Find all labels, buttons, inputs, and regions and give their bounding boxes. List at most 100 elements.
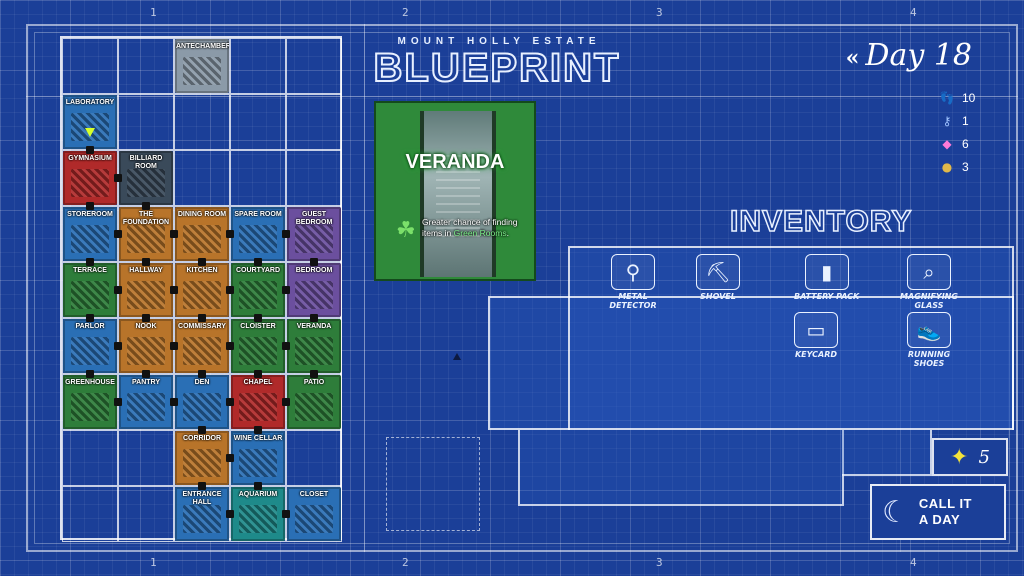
room-billiard-room[interactable]: BILLIARD ROOM — [119, 151, 173, 205]
room-card[interactable]: VERANDA ☘ Greater chance of finding item… — [374, 101, 536, 281]
coin-icon: ● — [941, 159, 953, 174]
map-cell[interactable] — [62, 38, 118, 94]
map-cell[interactable] — [286, 150, 342, 206]
room-floor — [71, 337, 109, 365]
room-label: COURTYARD — [235, 267, 281, 274]
moon-icon: ☾ — [882, 494, 909, 530]
item-keycard[interactable]: ▭ KEYCARD — [794, 312, 838, 359]
map-cell[interactable] — [230, 38, 286, 94]
room-label: TERRACE — [73, 267, 107, 274]
room-entrance-hall[interactable]: ENTRANCE HALL — [175, 487, 229, 541]
room-floor — [71, 281, 109, 309]
room-den[interactable]: DEN — [175, 375, 229, 429]
room-storeroom[interactable]: STOREROOM — [63, 207, 117, 261]
door — [198, 314, 206, 322]
room-commissary[interactable]: COMMISSARY — [175, 319, 229, 373]
draft-slot[interactable] — [386, 437, 480, 531]
room-label: BEDROOM — [295, 267, 333, 274]
room-cloister[interactable]: CLOISTER — [231, 319, 285, 373]
room-label: CLOISTER — [240, 323, 276, 330]
room-floor — [183, 225, 221, 253]
guide-line — [26, 96, 1018, 97]
stat-gems: ◆ 6 — [906, 132, 976, 155]
map-cell[interactable] — [118, 430, 174, 486]
room-bedroom[interactable]: BEDROOM — [287, 263, 341, 317]
room-aquarium[interactable]: AQUARIUM — [231, 487, 285, 541]
room-label: NOOK — [135, 323, 157, 330]
room-label: AQUARIUM — [238, 491, 278, 498]
room-floor — [295, 505, 333, 533]
map-cell[interactable] — [286, 38, 342, 94]
room-the-foundation[interactable]: THE FOUNDATION — [119, 207, 173, 261]
map-cell[interactable] — [62, 430, 118, 486]
door — [170, 286, 178, 294]
map-cell[interactable] — [62, 486, 118, 542]
door — [226, 398, 234, 406]
call-it-a-day-button[interactable]: ☾ CALL IT A DAY — [870, 484, 1006, 540]
room-floor — [239, 281, 277, 309]
room-label: ENTRANCE HALL — [182, 491, 222, 506]
room-terrace[interactable]: TERRACE — [63, 263, 117, 317]
map-cell[interactable] — [118, 38, 174, 94]
room-chapel[interactable]: CHAPEL — [231, 375, 285, 429]
room-label: DINING ROOM — [177, 211, 227, 218]
room-hallway[interactable]: HALLWAY — [119, 263, 173, 317]
item-label: SHOVEL — [700, 292, 736, 301]
room-label: CORRIDOR — [182, 435, 222, 442]
stat-value: 10 — [962, 90, 976, 105]
room-antechamber[interactable]: ANTECHAMBER — [175, 39, 229, 93]
room-spare-room[interactable]: SPARE ROOM — [231, 207, 285, 261]
estate-subtitle: MOUNT HOLLY ESTATE — [397, 36, 601, 47]
room-guest-bedroom[interactable]: GUEST BEDROOM — [287, 207, 341, 261]
chevron-left-icon[interactable]: « — [845, 45, 860, 71]
inventory-panel-top — [568, 246, 1014, 430]
map-cell[interactable] — [286, 430, 342, 486]
door — [310, 370, 318, 378]
item-label: METAL DETECTOR — [609, 292, 657, 310]
room-laboratory[interactable]: LABORATORY — [63, 95, 117, 149]
door — [226, 510, 234, 518]
map-cell[interactable] — [230, 150, 286, 206]
room-dining-room[interactable]: DINING ROOM — [175, 207, 229, 261]
room-patio[interactable]: PATIO — [287, 375, 341, 429]
door — [282, 230, 290, 238]
map-cell[interactable] — [174, 150, 230, 206]
map-cell[interactable] — [174, 94, 230, 150]
map-cell[interactable] — [230, 94, 286, 150]
door — [170, 342, 178, 350]
item-running-shoes[interactable]: 👟 RUNNING SHOES — [894, 312, 964, 368]
door — [142, 202, 150, 210]
room-floor — [239, 393, 277, 421]
door — [142, 370, 150, 378]
room-veranda[interactable]: VERANDA — [287, 319, 341, 373]
room-pantry[interactable]: PANTRY — [119, 375, 173, 429]
room-wine-cellar[interactable]: WINE CELLAR — [231, 431, 285, 485]
day-indicator[interactable]: «Day 18 — [846, 38, 972, 73]
map-cell[interactable] — [174, 38, 230, 94]
room-gymnasium[interactable]: GYMNASIUM — [63, 151, 117, 205]
door — [86, 258, 94, 266]
map-cell[interactable] — [118, 486, 174, 542]
guide-line — [900, 24, 901, 552]
map-cell[interactable] — [286, 94, 342, 150]
room-floor — [239, 337, 277, 365]
map-cell[interactable] — [118, 94, 174, 150]
item-magnifying-glass[interactable]: ⌕ MAGNIFYING GLASS — [894, 254, 964, 310]
room-card-title: VERANDA — [405, 151, 505, 173]
stat-value: 1 — [962, 113, 969, 128]
ruler-top-2: 2 — [402, 6, 409, 19]
room-corridor[interactable]: CORRIDOR — [175, 431, 229, 485]
room-parlor[interactable]: PARLOR — [63, 319, 117, 373]
item-metal-detector[interactable]: ⚲ METAL DETECTOR — [598, 254, 668, 310]
room-courtyard[interactable]: COURTYARD — [231, 263, 285, 317]
ruler-bottom-3: 3 — [656, 556, 663, 569]
room-label: COMMISSARY — [178, 323, 226, 330]
room-greenhouse[interactable]: GREENHOUSE — [63, 375, 117, 429]
item-battery-pack[interactable]: ▮ BATTERY PACK — [794, 254, 859, 301]
item-shovel[interactable]: ⛏ SHOVEL — [696, 254, 740, 301]
room-nook[interactable]: NOOK — [119, 319, 173, 373]
player-marker-icon — [85, 128, 95, 137]
room-kitchen[interactable]: KITCHEN — [175, 263, 229, 317]
room-closet[interactable]: CLOSET — [287, 487, 341, 541]
